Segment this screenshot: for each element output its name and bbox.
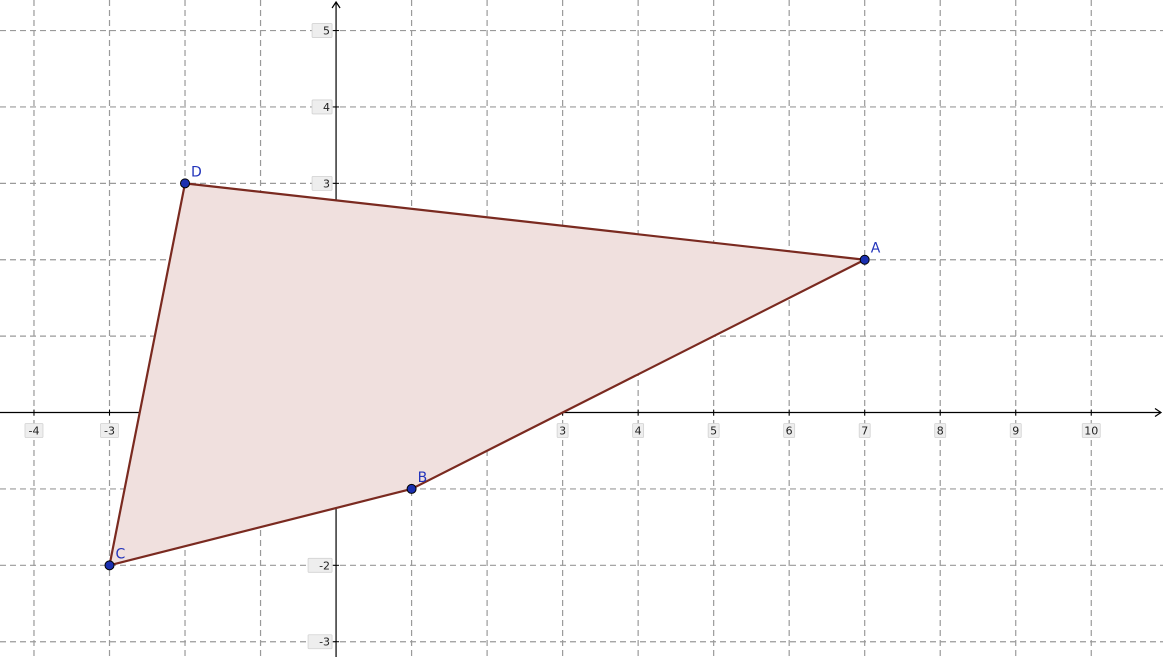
point-label-b: B bbox=[418, 470, 428, 486]
y-tick-label-bg bbox=[311, 23, 333, 38]
point-b[interactable] bbox=[406, 483, 417, 494]
quadrilateral-abcd[interactable] bbox=[108, 182, 866, 567]
y-tick-label: 4 bbox=[323, 101, 330, 114]
y-tick-label: 3 bbox=[323, 177, 330, 190]
point-label-c: C bbox=[116, 546, 126, 562]
vertices: A B C D bbox=[104, 164, 881, 571]
y-tick-label-bg bbox=[307, 634, 333, 650]
x-tick-label: 8 bbox=[937, 425, 944, 438]
y-tick-label-bg bbox=[311, 175, 333, 191]
x-tick-label: 6 bbox=[786, 425, 793, 438]
y-tick-label-bg bbox=[311, 99, 333, 115]
x-tick-label: 3 bbox=[559, 425, 566, 438]
x-tick-label: 4 bbox=[635, 425, 642, 438]
point-c[interactable] bbox=[104, 560, 115, 571]
x-tick-label: -4 bbox=[28, 425, 39, 438]
x-tick-label-bg bbox=[1081, 423, 1101, 438]
x-tick-label-bg bbox=[632, 423, 645, 438]
x-tick-label: -3 bbox=[104, 425, 115, 438]
x-tick-label: 7 bbox=[861, 425, 868, 438]
x-tick-label: 10 bbox=[1084, 425, 1098, 438]
x-tick-label-bg bbox=[934, 423, 947, 438]
x-tick-label-bg bbox=[100, 423, 119, 438]
x-tick-label-bg bbox=[24, 423, 44, 438]
x-tick-label: 9 bbox=[1012, 425, 1019, 438]
x-tick-label-bg bbox=[556, 423, 569, 438]
y-tick-label-bg bbox=[307, 557, 333, 573]
point-label-a: A bbox=[871, 241, 881, 257]
x-tick-label: 5 bbox=[710, 425, 717, 438]
x-axis-arrow bbox=[1154, 408, 1163, 418]
x-tick-label-bg bbox=[707, 423, 720, 438]
y-tick-label: -3 bbox=[319, 636, 330, 649]
y-tick-label: -2 bbox=[319, 559, 330, 572]
x-tick-label-bg bbox=[858, 423, 871, 438]
x-tick-label-bg bbox=[783, 423, 796, 438]
point-d[interactable] bbox=[180, 178, 191, 189]
point-a[interactable] bbox=[859, 254, 870, 265]
x-tick-label-bg bbox=[1009, 423, 1022, 438]
y-tick-label: 5 bbox=[323, 25, 330, 38]
y-axis-arrow bbox=[331, 0, 341, 9]
point-label-d: D bbox=[191, 164, 202, 180]
